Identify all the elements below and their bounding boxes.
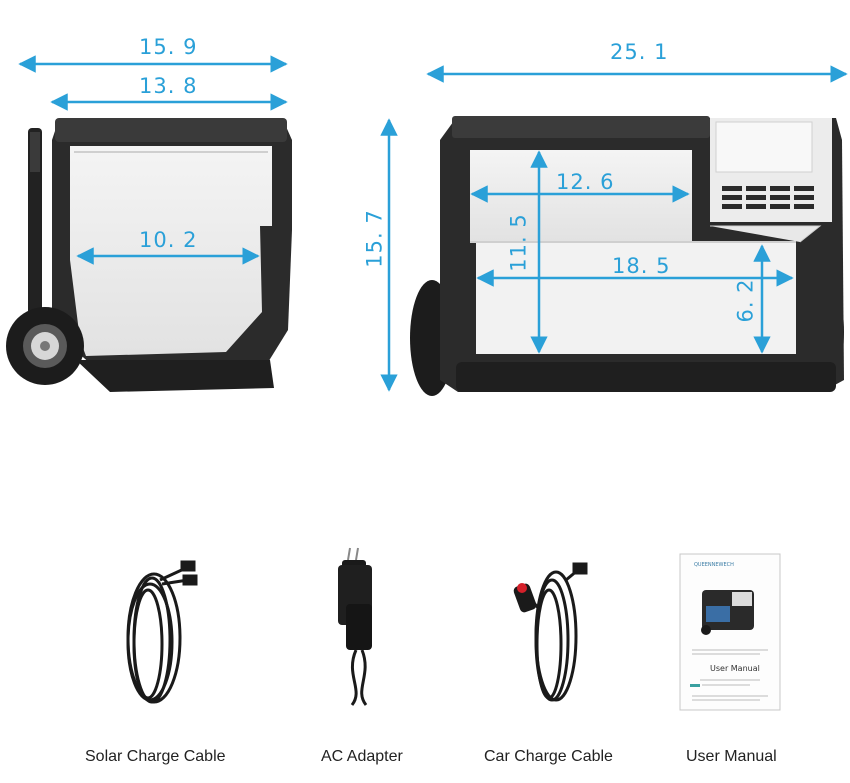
- car-plug-cable-icon: [513, 562, 588, 702]
- caption-user-manual: User Manual: [686, 748, 777, 765]
- compartment-upper-width-label: 12. 6: [556, 170, 615, 194]
- side-outer-width-label: 15. 9: [139, 35, 198, 59]
- caption-car-charge-cable: Car Charge Cable: [484, 748, 613, 765]
- dimension-lines: [18, 55, 848, 392]
- compartment-lower-depth-label: 6. 2: [733, 278, 758, 323]
- side-inner-width-label: 13. 8: [139, 74, 198, 98]
- height-label: 15. 7: [362, 209, 387, 268]
- manual-brand: QUEENNEWECH: [694, 562, 734, 568]
- manual-heading: User Manual: [710, 664, 760, 673]
- caption-solar-charge-cable: Solar Charge Cable: [85, 748, 226, 765]
- compartment-lower-width-label: 18. 5: [612, 254, 671, 278]
- coiled-cable-icon: [126, 560, 198, 704]
- power-adapter-icon: [338, 547, 372, 706]
- side-interior-width-label: 10. 2: [139, 228, 198, 252]
- compartment-depth-label: 11. 5: [506, 213, 531, 272]
- caption-ac-adapter: AC Adapter: [321, 748, 403, 765]
- manual-booklet-icon: [679, 553, 781, 711]
- front-width-label: 25. 1: [610, 40, 669, 64]
